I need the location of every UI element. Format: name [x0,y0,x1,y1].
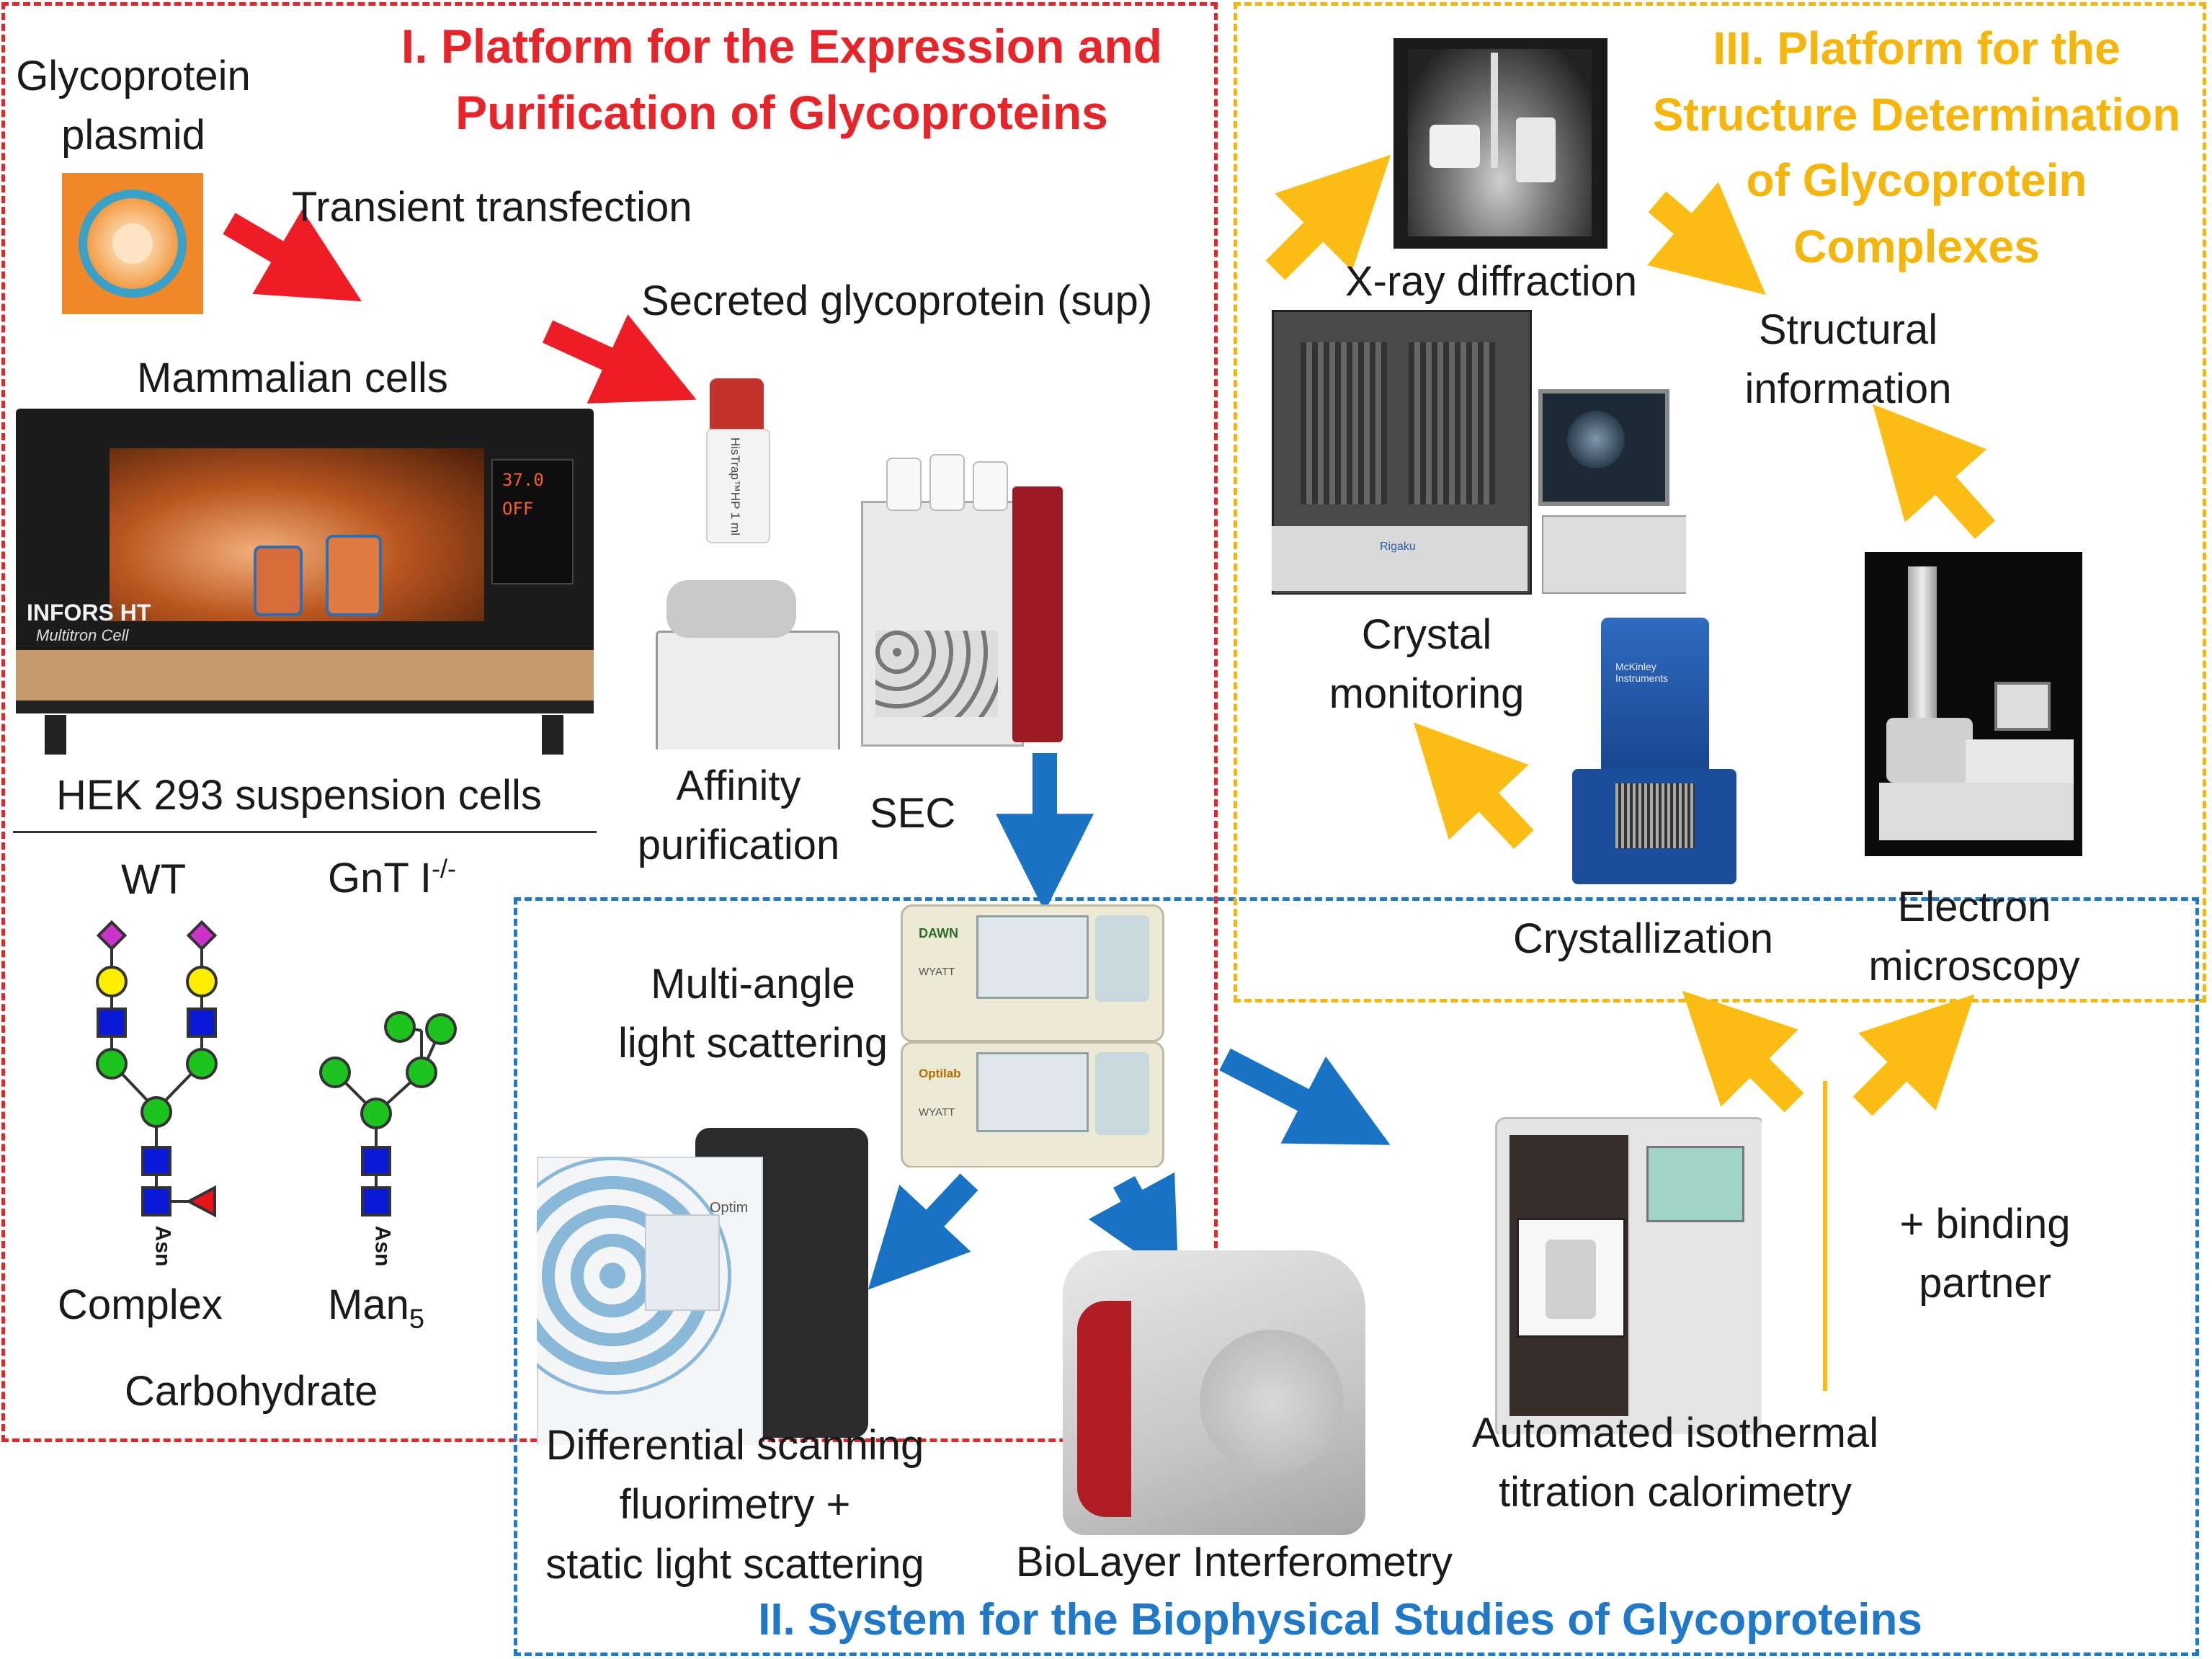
wt-label: WT [121,856,187,903]
arrow-to-bli [1088,1172,1179,1282]
arrow-to-xray [1265,154,1391,280]
crystallization-label: Crystallization [1513,915,1773,962]
glcnac-square [141,1146,171,1176]
fucose-triangle [185,1185,216,1218]
mannose-circle [141,1096,172,1128]
complex-label: Complex [58,1281,223,1328]
mannose-circle [384,1011,416,1043]
gnt-label: GnT I-/- [328,853,456,902]
incubator-brand: INFORS HT [27,600,151,626]
mammalian-cells-label: Mammalian cells [137,355,448,401]
structural-information-label: Structural information [1744,306,1952,413]
divider-line [13,831,597,833]
incubator-image: 37.0 OFF INFORS HT Multitron Cell [16,409,594,755]
glcnac-square [361,1186,391,1217]
arrow-to-itc [1219,1048,1391,1145]
asn-label-complex: Asn [151,1225,175,1267]
glcnac-square [187,1008,217,1038]
man5-glycan [319,1011,457,1217]
mannose-circle [360,1098,392,1129]
galactose-circle [186,966,218,997]
panel-biophysical-title: II. System for the Biophysical Studies o… [758,1595,1922,1645]
arrow-secretion [542,314,697,404]
hek293-label: HEK 293 suspension cells [56,772,542,819]
mals-label: Multi-angle light scattering [618,961,888,1067]
complex-glycan [96,920,218,1218]
asn-label-man5: Asn [370,1225,395,1267]
galactose-circle [96,966,128,997]
mals-top-wyatt: WYATT [919,966,955,978]
mannose-circle [425,1013,457,1045]
binding-partner-line [1823,1081,1827,1391]
mals-bottom-wyatt: WYATT [919,1106,955,1118]
mals-top-brand: DAWN [919,926,958,940]
dsf-label: Differential scanning fluorimetry + stat… [545,1422,924,1588]
xray-label: X-ray diffraction [1345,258,1638,305]
binding-partner-label: + binding partner [1899,1201,2071,1307]
panel-expression-title: I. Platform for the Expression and Purif… [401,19,1163,140]
itc-instrument-image [1495,1117,1762,1434]
man5-label: Man5 [328,1281,424,1335]
glycoprotein-plasmid-label: Glycoprotein plasmid [16,53,251,159]
arrow-to-dsf [868,1173,978,1290]
arrow-to-em [1852,994,1975,1116]
crystal-imager-image: Rigaku [1272,310,1686,595]
mannose-circle [319,1057,351,1088]
bli-label: BioLayer Interferometry [1016,1539,1453,1585]
arrow-transfection [223,209,362,302]
arrow-to-crystallization [1682,990,1804,1113]
bli-instrument-image [1063,1250,1365,1539]
dsf-instrument-image: Optim [537,1128,868,1445]
mannose-circle [186,1048,218,1080]
glcnac-square [361,1146,391,1176]
plasmid-image [62,173,203,314]
electron-microscope-image [1865,552,2082,856]
panel-structure-title: III. Platform for the Structure Determin… [1652,22,2181,272]
affinity-purification-label: Affinity purification [637,762,840,869]
xray-diffractometer-image [1393,38,1607,249]
purification-system-image [645,414,1106,750]
crystallization-robot-image: McKinley Instruments [1572,618,1736,884]
carbohydrate-label: Carbohydrate [125,1368,378,1415]
incubator-model: Multitron Cell [36,626,129,644]
crystal-monitoring-label: Crystal monitoring [1329,611,1525,718]
incubator-status-display: OFF [502,499,534,519]
neu5ac-diamond [96,920,128,951]
sec-label: SEC [870,790,956,837]
mannose-circle [96,1048,128,1080]
electron-microscopy-label: Electron microscopy [1868,884,2080,990]
itc-label: Automated isothermal titration calorimet… [1471,1410,1879,1516]
panel-biophysical-frame [514,897,2199,1656]
optim-brand: Optim [710,1200,749,1216]
rigaku-brand: Rigaku [1380,541,1416,553]
glcnac-square [141,1186,171,1217]
crystallization-brand: McKinley Instruments [1615,661,1669,684]
mals-instrument-image: DAWN WYATT Optilab WYATT [901,904,1167,1167]
arrow-em-to-structure [1873,404,1996,539]
transient-transfection-label: Transient transfection [292,184,692,231]
incubator-temp-display: 37.0 [502,470,544,490]
secreted-glycoprotein-label: Secreted glycoprotein (sup) [641,277,1153,324]
arrow-to-crystal-monitoring [1414,722,1534,850]
his-column-image: HisTrap™HP 1 ml [703,378,771,544]
arrow-xray-to-structure [1646,182,1766,295]
neu5ac-diamond [186,920,218,951]
mals-bottom-brand: Optilab [919,1067,961,1080]
mannose-circle [406,1057,437,1088]
glcnac-square [97,1008,127,1038]
